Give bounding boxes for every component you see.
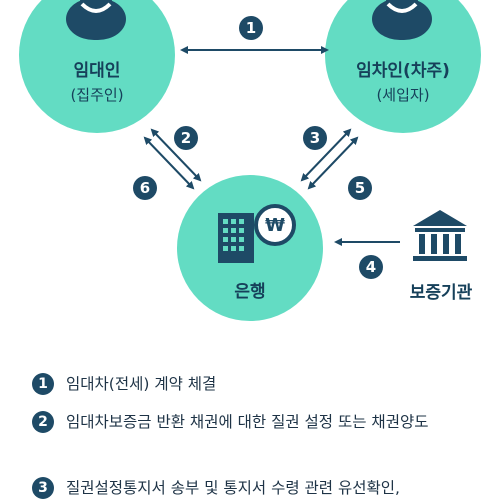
arrow-landlord-bank-b (143, 136, 195, 190)
step-badge-1: 1 (239, 16, 263, 40)
tenant-title: 임차인(차주) (356, 60, 450, 81)
legend-badge: 3 (32, 477, 54, 499)
legend-item-2: 2 임대차보증금 반환 채권에 대한 질권 설정 또는 채권양도 (32, 410, 451, 434)
step-badge-2: 2 (174, 126, 198, 150)
tenant-subtitle: (세입자) (376, 86, 429, 104)
svg-text:1: 1 (246, 19, 256, 37)
guarantor-node: 보증기관 (410, 210, 473, 303)
legend-text: 임대차보증금 반환 채권에 대한 질권 설정 또는 채권양도 (66, 413, 429, 431)
landlord-subtitle: (집주인) (70, 86, 123, 104)
svg-text:2: 2 (181, 129, 191, 147)
step-badge-6: 6 (133, 176, 157, 200)
legend-badge: 1 (32, 373, 54, 395)
lending-flow-diagram: 임대인 (집주인) 임차인(차주) (세입자) ₩ 은행 (19, 0, 481, 321)
legend-item-1: 1 임대차(전세) 계약 체결 (32, 372, 486, 396)
bank-node: ₩ 은행 (177, 175, 323, 321)
legend-item-3: 3 질권설정통지서 송부 및 통지서 수령 관련 유선확인, (32, 476, 486, 500)
legend-text: 임대차(전세) 계약 체결 (66, 375, 217, 393)
person-icon (66, 0, 126, 40)
step-badge-5: 5 (348, 176, 372, 200)
svg-text:3: 3 (310, 129, 320, 147)
institution-building-icon (413, 210, 467, 261)
bank-building-won-icon: ₩ (218, 204, 296, 263)
arrow-tenant-bank-b (307, 136, 359, 190)
bank-title: 은행 (234, 282, 265, 302)
legend-text: 질권설정통지서 송부 및 통지서 수령 관련 유선확인, (66, 479, 400, 497)
landlord-node: 임대인 (집주인) (19, 0, 175, 133)
svg-text:5: 5 (355, 179, 365, 197)
legend: 1 임대차(전세) 계약 체결 2 임대차보증금 반환 채권에 대한 질권 설정… (0, 345, 500, 500)
guarantor-title: 보증기관 (410, 283, 473, 303)
person-icon (372, 0, 432, 40)
svg-text:6: 6 (140, 179, 150, 197)
svg-text:4: 4 (366, 258, 376, 276)
svg-text:₩: ₩ (265, 215, 285, 236)
legend-badge: 2 (32, 411, 54, 433)
step-badge-4: 4 (359, 255, 383, 279)
landlord-title: 임대인 (74, 60, 121, 81)
tenant-node: 임차인(차주) (세입자) (325, 0, 481, 133)
step-badge-3: 3 (303, 126, 327, 150)
